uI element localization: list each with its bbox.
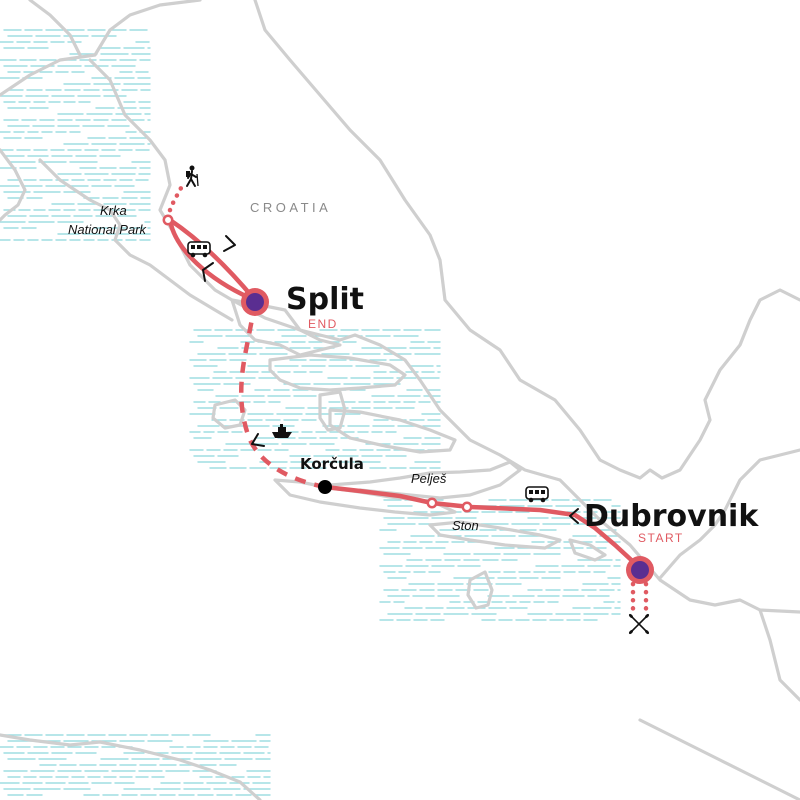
sea-hatching [0, 29, 621, 796]
route-segment-dubrovnik-korcula [322, 484, 643, 571]
small-island-mid [318, 390, 347, 432]
route-segment-korcula-split-ferry [239, 304, 326, 490]
split-end-tag: END [308, 317, 338, 331]
korcula-city-marker [318, 480, 332, 494]
split-city-marker [241, 288, 269, 316]
split-city-name: Split [286, 282, 364, 317]
se-coast-bottom [638, 718, 800, 800]
italian-coast [0, 733, 262, 800]
brac-island [268, 353, 407, 392]
nw-island-1 [0, 148, 27, 222]
bus-icon [187, 241, 211, 258]
peljes-stop-marker [426, 497, 438, 509]
country-label: CROATIA [250, 200, 331, 215]
lastovo-island [466, 570, 494, 610]
korcula-city-name: Korčula [300, 455, 364, 473]
bus-icon [525, 486, 549, 503]
vis-island [211, 398, 247, 430]
se-coast-right [758, 608, 800, 702]
peljes-label: Pelješ [411, 471, 447, 486]
dubrovnik-city-name: Dubrovnik [584, 499, 759, 534]
peljesac-peninsula [328, 460, 522, 500]
krka-stop-marker [162, 214, 174, 226]
kayak-paddles-icon [628, 613, 650, 635]
inland-border-south [658, 448, 800, 580]
nw-coast-3 [28, 0, 82, 57]
hiker-icon [186, 165, 199, 187]
direction-arrows [202, 235, 579, 524]
ston-label: Ston [452, 518, 479, 533]
arrow-chevron-icon [202, 262, 214, 282]
boat-icon [272, 424, 292, 438]
mljet-island [428, 520, 562, 550]
dubrovnik-start-tag: START [638, 531, 684, 545]
hvar-island [328, 408, 457, 454]
ston-stop-marker [461, 501, 473, 513]
nw-coast-2 [38, 158, 234, 322]
arrow-chevron-icon [223, 235, 236, 252]
arrow-chevron-icon [569, 508, 579, 524]
stop-markers [162, 214, 654, 584]
krka-label-line2: National Park [68, 222, 148, 237]
country-border [253, 0, 800, 480]
elaphiti-islands [568, 538, 607, 562]
arrow-chevron-icon [251, 433, 265, 447]
krka-label-line1: Krka [100, 203, 127, 218]
dubrovnik-city-marker [626, 556, 654, 584]
